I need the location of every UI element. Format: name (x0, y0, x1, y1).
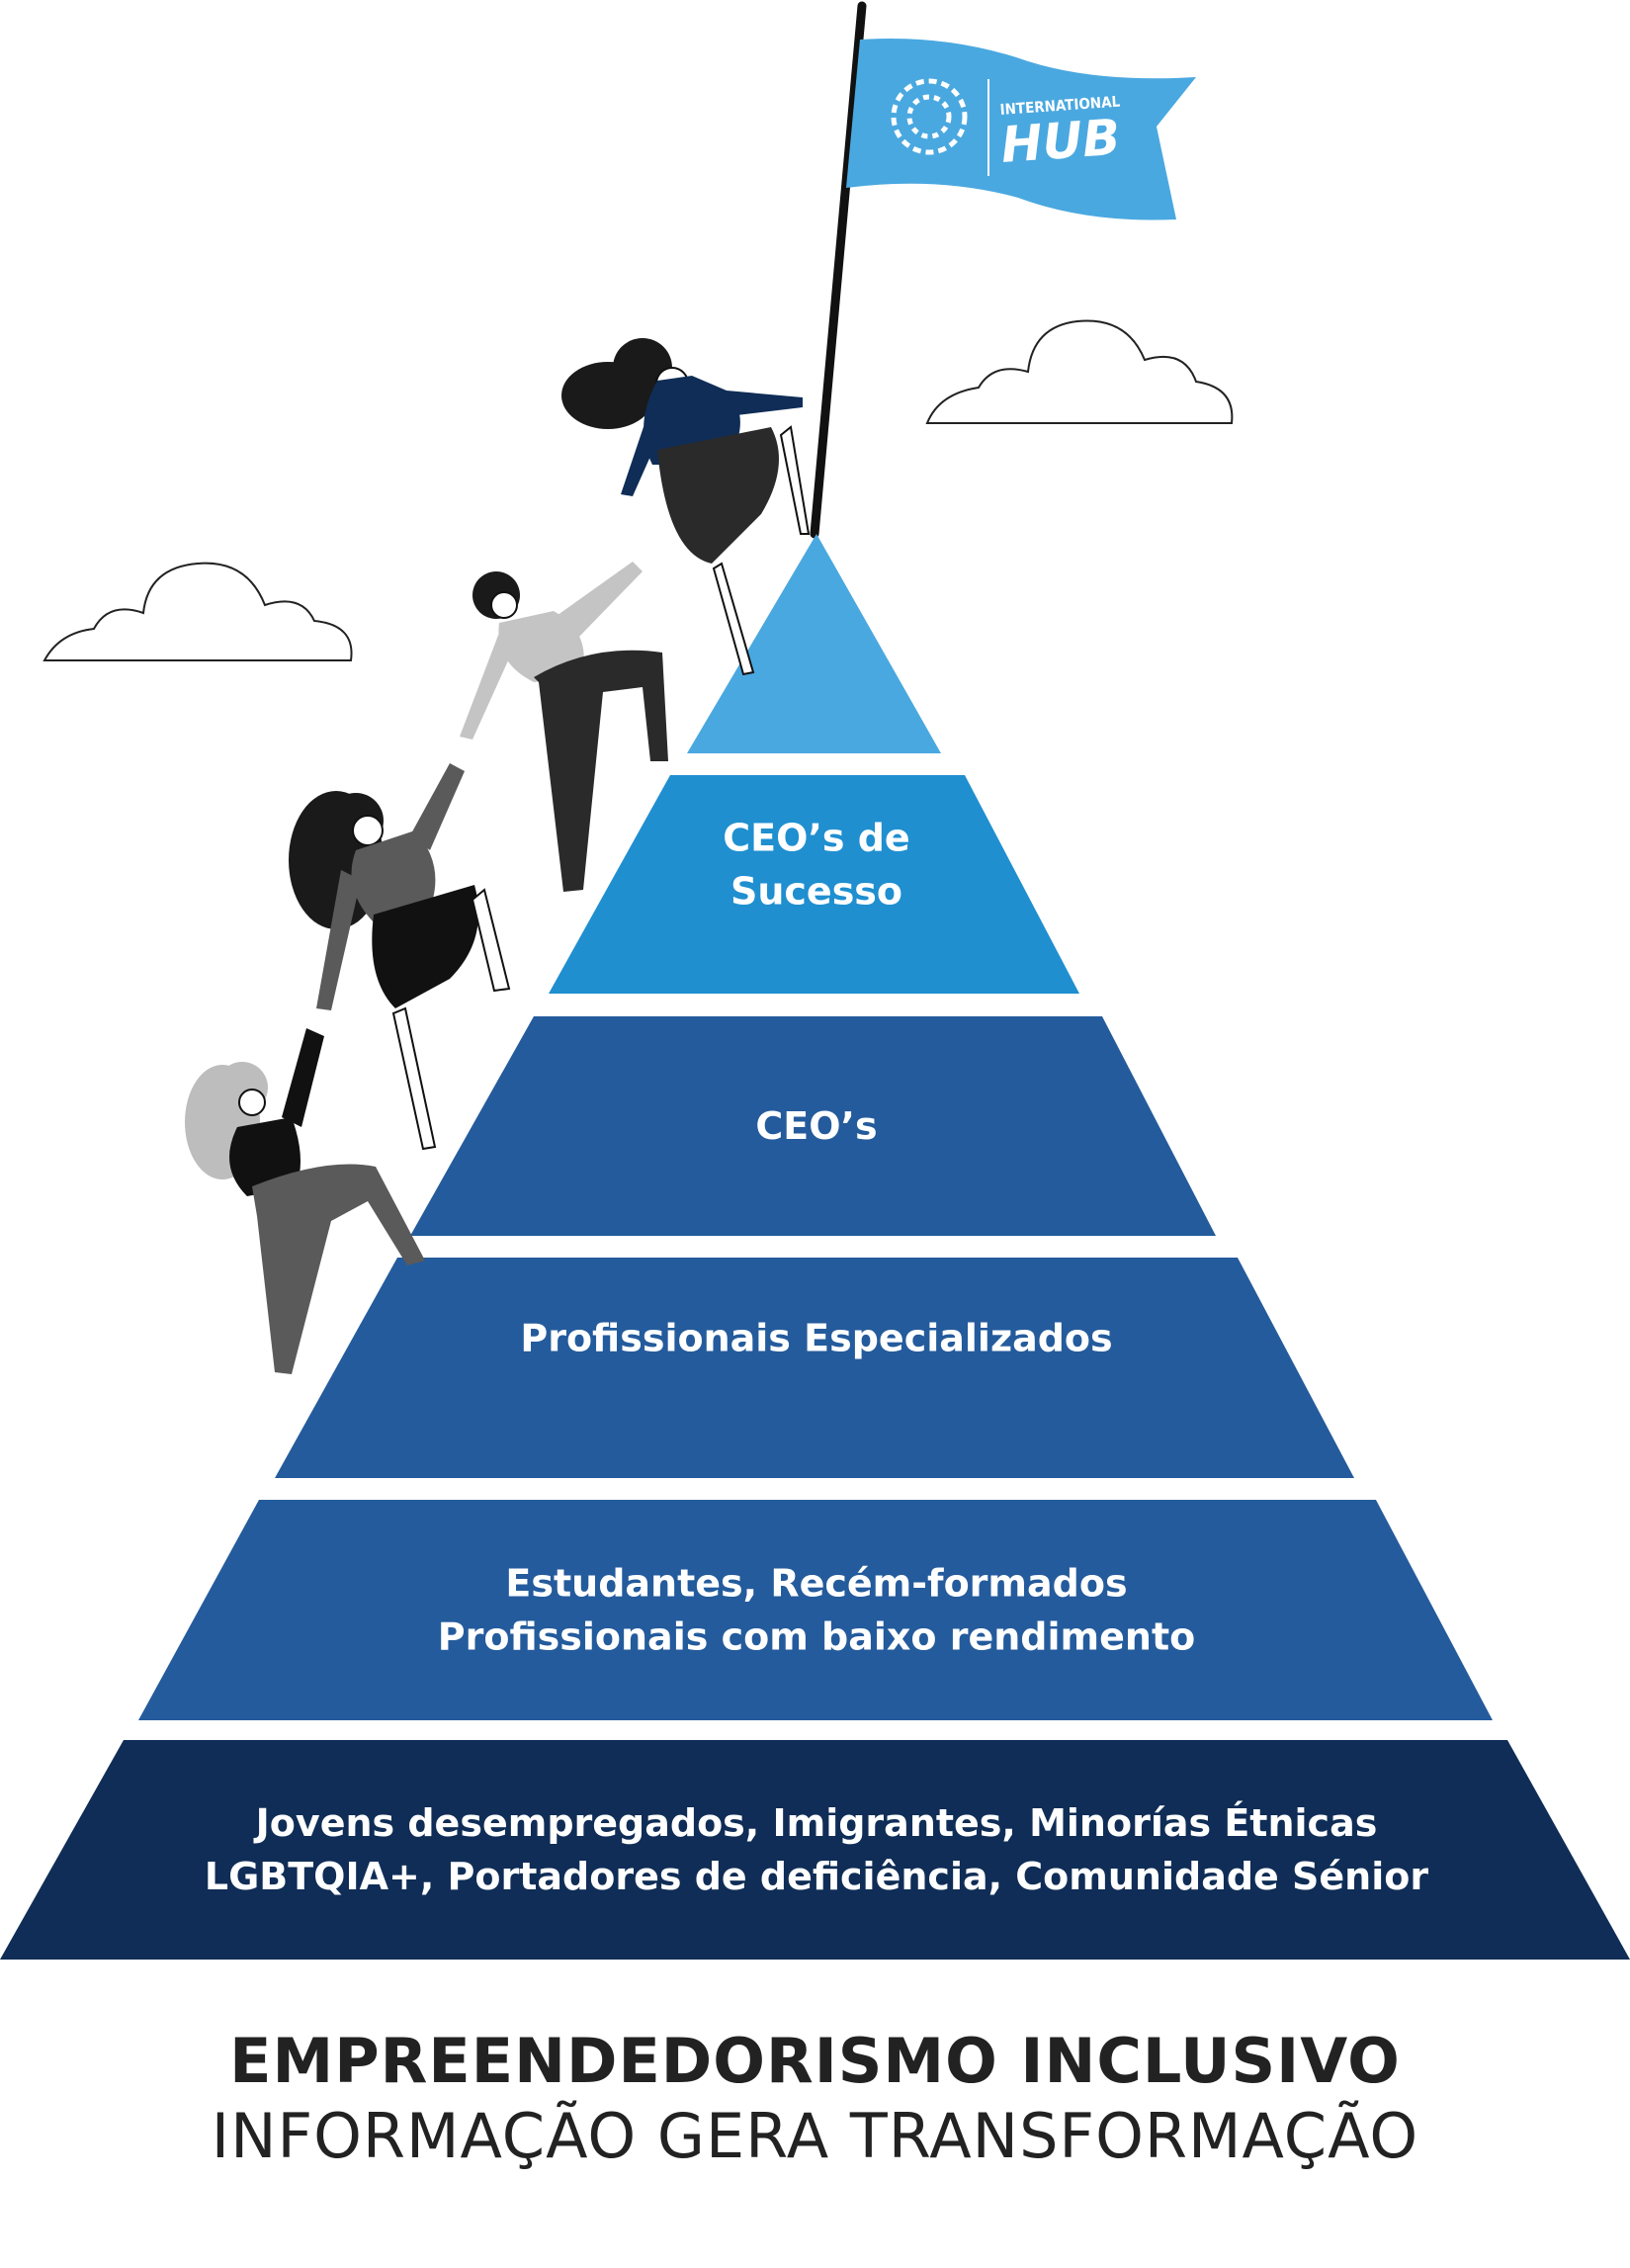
cloud-left (43, 562, 353, 661)
pyramid-layer-label: CEO’s (755, 1104, 877, 1148)
pyramid-layer-3: CEO’s (410, 1016, 1216, 1236)
pyramid-layer-label: LGBTQIA+, Portadores de deficiência, Com… (205, 1855, 1428, 1898)
pyramid-layer-label: Jovens desempregados, Imigrantes, Minorí… (253, 1801, 1378, 1845)
pyramid-layer-shape (687, 534, 941, 753)
climber-bottom (185, 1028, 425, 1374)
pyramid-layer-label: CEO’s de (723, 817, 909, 860)
cloud-right (925, 319, 1234, 424)
pyramid-layer-shape (138, 1500, 1493, 1720)
flag: INTERNATIONAL HUB (846, 38, 1196, 220)
pyramid-layer-label: Estudantes, Recém-formados (505, 1562, 1127, 1606)
pyramid-layer-2: CEO’s de Sucesso (549, 775, 1079, 994)
flag-pole (810, 1, 867, 539)
pyramid-layer-label: Profissionais Especializados (520, 1317, 1112, 1360)
pyramid-layer-1 (687, 534, 941, 753)
pyramid-layer-6: Jovens desempregados, Imigrantes, Minorí… (0, 1740, 1630, 1960)
hub-logo: INTERNATIONAL HUB (891, 78, 1122, 176)
pyramid-layer-shape (549, 775, 1079, 994)
pyramid-layer-label: Profissionais com baixo rendimento (438, 1615, 1195, 1659)
climber-top (561, 338, 811, 676)
pyramid-layer-shape (0, 1740, 1630, 1960)
main-title: EMPREENDEDORISMO INCLUSIVO (229, 2025, 1401, 2097)
globe-icon (891, 78, 968, 155)
pyramid-layer-shape (275, 1258, 1354, 1478)
climber-second (460, 562, 668, 892)
logo-big-text: HUB (999, 109, 1122, 174)
pyramid-layer-5: Estudantes, Recém-formadosProfissionais … (138, 1500, 1493, 1720)
climber-third (289, 763, 511, 1151)
pyramid-layer-shape (410, 1016, 1216, 1236)
pyramid-layer-label: Sucesso (730, 870, 902, 914)
subtitle: INFORMAÇÃO GERA TRANSFORMAÇÃO (211, 2100, 1419, 2172)
pyramid-layer-4: Profissionais Especializados (275, 1258, 1354, 1478)
